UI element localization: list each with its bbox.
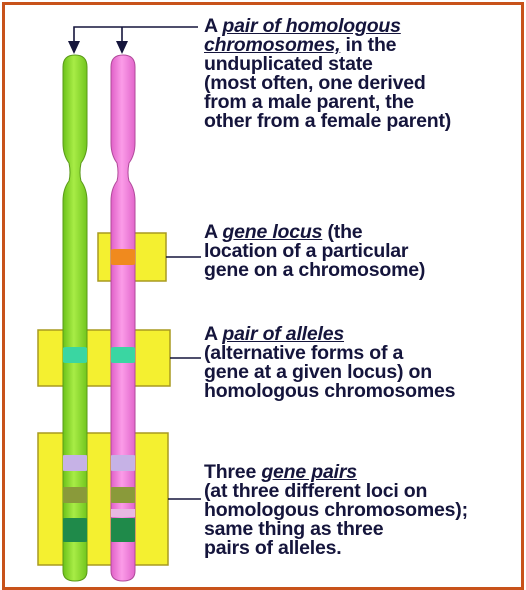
homologous-connector xyxy=(74,27,198,45)
pink-locus-band xyxy=(108,249,138,265)
alleles-box xyxy=(38,330,170,386)
arrow-down-icon xyxy=(116,41,128,54)
homologous-chromosomes-label: A pair of homologous chromosomes, in the… xyxy=(204,17,451,131)
pink-lavender-band xyxy=(108,455,138,471)
pink-allele-band xyxy=(108,347,138,363)
green-olive-band xyxy=(60,487,90,503)
gene-pairs-label: Three gene pairs (at three different loc… xyxy=(204,463,468,558)
gene-locus-label: A gene locus (the location of a particul… xyxy=(204,223,425,280)
alleles-label: A pair of alleles (alternative forms of … xyxy=(204,325,455,401)
pink-dark-band xyxy=(108,518,138,542)
green-lavender-band xyxy=(60,455,90,471)
gene-pairs-box xyxy=(38,433,168,565)
pink-olive-band xyxy=(108,487,138,503)
green-dark-band xyxy=(60,518,90,542)
green-allele-band xyxy=(60,347,90,363)
arrow-down-icon xyxy=(68,41,80,54)
green-chromosome xyxy=(60,55,90,581)
pink-chromosome xyxy=(108,55,138,581)
pink-light-band xyxy=(108,509,138,517)
